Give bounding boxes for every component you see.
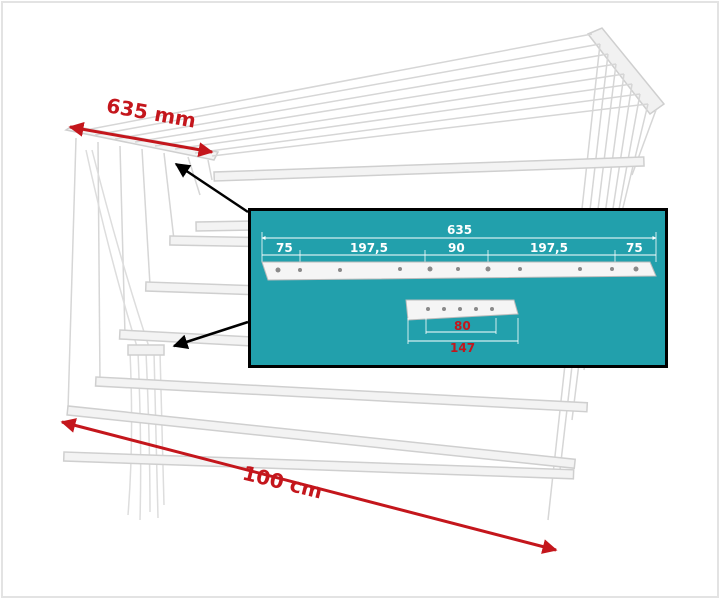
rail-segment-5: 75 <box>626 241 643 255</box>
bracket-inner-label: 80 <box>454 319 471 333</box>
ceiling-cords <box>74 33 649 157</box>
rail-segment-2: 197,5 <box>350 241 388 255</box>
rail-segment-1: 75 <box>276 241 293 255</box>
cord-cleat <box>127 344 165 356</box>
rail-segment-4: 197,5 <box>530 241 568 255</box>
ceiling-beam-back <box>586 27 666 116</box>
rail-segment-3: 90 <box>448 241 465 255</box>
rail-total-label: 635 <box>447 223 472 237</box>
bracket-outer-label: 147 <box>450 341 475 355</box>
ceiling-rail-part <box>261 261 657 281</box>
left-cords <box>67 137 213 411</box>
cord-bracket-part <box>405 299 519 321</box>
inset-panel: 635 75 197,5 90 197,5 75 <box>248 208 668 368</box>
callout-pointers <box>172 162 249 349</box>
